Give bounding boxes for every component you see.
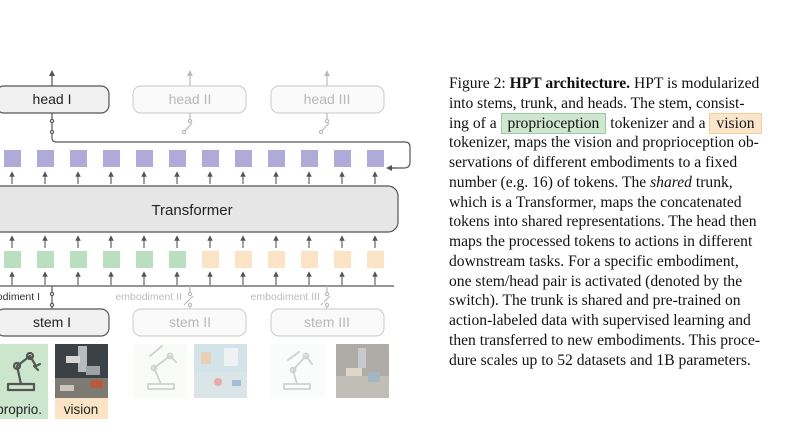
caption-line: one stem/head pair is activated (denoted… — [449, 272, 743, 290]
robot-arm-icon — [0, 344, 48, 398]
stem-ii: stem II — [132, 308, 247, 337]
robot-arm-outline-icon — [271, 344, 326, 398]
caption-line: switch). The trunk is shared and pre-tra… — [449, 292, 741, 310]
embodiment-labels: embodiment I embodiment II embodiment II… — [0, 289, 324, 303]
caption-line: ing of a proprioception tokenizer and a … — [449, 112, 800, 134]
stem-i-label: stem I — [33, 314, 71, 330]
scene-photo — [194, 344, 247, 398]
caption-line: tokens into shared representations. The … — [449, 213, 757, 231]
trunk-input-arrows — [9, 235, 378, 248]
stem-i: stem I — [0, 308, 110, 337]
hpt-architecture-diagram: head I head II head III — [0, 70, 411, 419]
embodiment-i-label: embodiment I — [0, 291, 40, 303]
caption-line: maps the processed tokens to actions in … — [449, 233, 753, 250]
scene-photo — [336, 344, 389, 398]
input-labels: proprio. vision — [0, 398, 108, 419]
vision-label: vision — [64, 402, 99, 417]
robot-photo — [55, 344, 108, 398]
head-iii-label: head III — [304, 91, 351, 107]
embodiment-iii-label: embodiment III — [251, 291, 320, 303]
caption-line: which is a Transformer, maps the concate… — [449, 193, 742, 211]
stem-iii-label: stem III — [304, 314, 350, 330]
vision-highlight: vision — [709, 112, 762, 134]
head-i: head I — [0, 85, 110, 114]
head-ii: head II — [132, 85, 247, 114]
proprio-label: proprio. — [0, 402, 42, 417]
transformer-trunk: Transformer — [0, 185, 399, 233]
head-switches — [49, 113, 411, 171]
caption-line: then transferred to new embodiments. Thi… — [449, 331, 761, 349]
caption-line: dure scales up to 52 datasets and 1B par… — [449, 351, 751, 369]
head-iii: head III — [270, 85, 385, 114]
figure-label: Figure 2: — [449, 75, 506, 92]
trunk-output-arrows — [9, 171, 378, 184]
robot-arm-outline-icon — [134, 344, 187, 398]
proprioception-highlight: proprioception — [500, 112, 607, 134]
caption-line: into stems, trunk, and heads. The stem, … — [449, 94, 745, 112]
caption-line: action-labeled data with supervised lear… — [449, 312, 751, 329]
stem-ii-label: stem II — [169, 314, 211, 330]
shared-emphasis: shared — [650, 173, 692, 191]
token-input-arrows — [9, 271, 378, 285]
output-arrows — [49, 70, 330, 86]
caption-line: number (e.g. 16) of tokens. The shared t… — [449, 173, 733, 191]
head-ii-label: head II — [169, 91, 212, 107]
figure-caption: Figure 2: HPT architecture. HPT is modul… — [449, 74, 800, 370]
caption-line: Figure 2: HPT architecture. HPT is modul… — [449, 75, 760, 92]
embodiment-bus — [0, 285, 394, 309]
caption-line: tokenizer, maps the vision and proprioce… — [449, 134, 759, 152]
transformer-label: Transformer — [151, 202, 232, 219]
caption-line: downstream tasks. For a specific embodim… — [449, 252, 739, 270]
caption-line: servations of different embodiments to a… — [449, 154, 738, 171]
figure-title: HPT architecture. — [509, 75, 631, 92]
input-tokens — [4, 251, 384, 268]
output-tokens — [4, 150, 384, 167]
stem-iii: stem III — [270, 308, 385, 337]
embodiment-ii-label: embodiment II — [115, 291, 182, 303]
head-i-label: head I — [33, 91, 72, 107]
